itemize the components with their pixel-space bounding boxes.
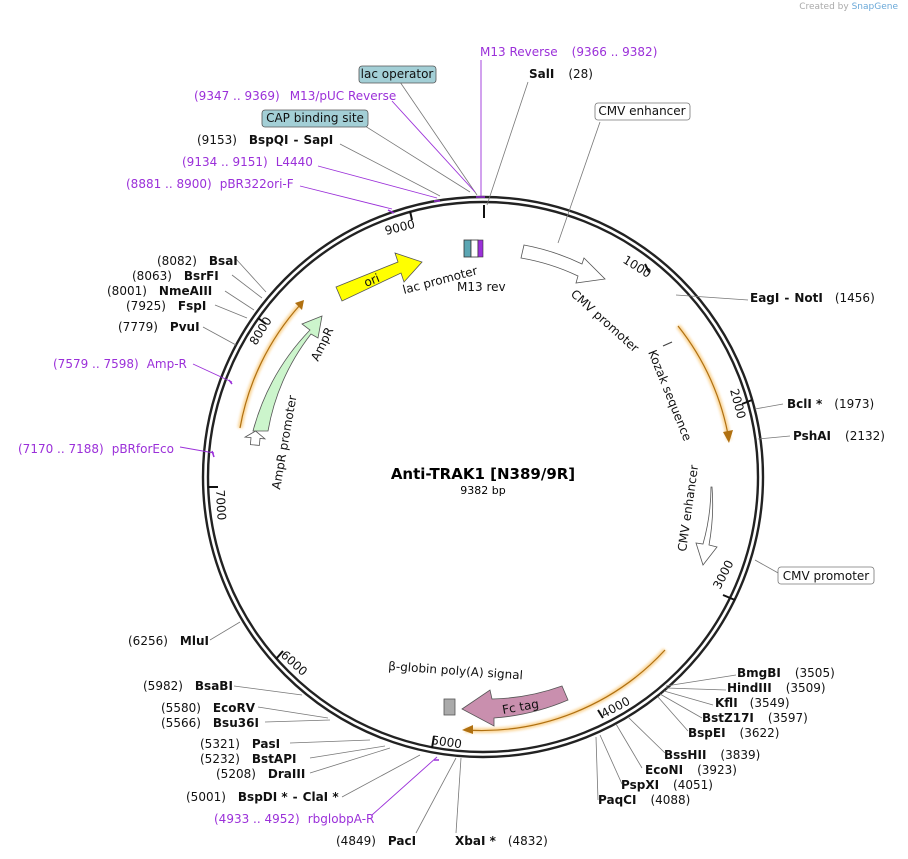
site-bsu36i: (5566)Bsu36I <box>161 716 259 730</box>
primer-pbr322ori: (8881 .. 8900)pBR322ori-F <box>126 177 294 191</box>
tick-label-7000: 7000 <box>213 489 229 520</box>
tick-label-3000: 3000 <box>710 558 736 592</box>
cap-site-box-label: CAP binding site <box>266 111 364 125</box>
bglobin-block <box>443 698 456 716</box>
site-pshai: PshAI(2132) <box>793 429 885 443</box>
tick-label-5000: 5000 <box>431 733 463 751</box>
plasmid-name: Anti-TRAK1 [N389/9R] <box>391 465 575 483</box>
cmv-promoter-box-label: CMV promoter <box>783 569 870 583</box>
site-bsrfi: (8063)BsrFI <box>132 269 219 283</box>
cmv-promoter-inner-label: CMV promoter <box>568 287 642 355</box>
site-bspqi-sapi: (9153)BspQI-SapI <box>197 133 333 147</box>
tick-marks <box>208 205 753 749</box>
orf-arc-amp-line <box>239 304 301 429</box>
cmv-promoter-box <box>777 566 875 585</box>
site-xbai: XbaI *(4832) <box>455 834 548 848</box>
leader-lines <box>179 60 791 834</box>
lac-operator-box-label: lac operator <box>361 67 434 81</box>
orf-arrowhead-cmv <box>723 430 733 443</box>
site-draiii: (5208)DraIII <box>216 767 305 781</box>
ampr-arrow <box>252 315 323 432</box>
site-bspei: BspEI(3622) <box>688 726 779 740</box>
cmv-enhancer-arrow-top <box>520 244 606 284</box>
site-pvui: (7779)PvuI <box>118 320 200 334</box>
ampr-promoter-arrow <box>243 430 267 446</box>
lac-promoter-block <box>470 239 479 258</box>
bglobin-label: β-globin poly(A) signal <box>388 659 524 682</box>
orf-arc-fc-line <box>464 649 666 732</box>
kozak-label: Kozak sequence <box>645 348 694 443</box>
orf-arrowhead-fc <box>462 725 473 734</box>
site-econi: EcoNI(3923) <box>645 763 737 777</box>
site-kfli: KflI(3549) <box>715 696 790 710</box>
kozak-mark <box>662 341 673 347</box>
orf-arrowhead-amp <box>295 300 304 310</box>
ampr-promoter-label: AmpR promoter <box>269 394 299 490</box>
cmv-enhancer-right-label: CMV enhancer <box>675 464 701 552</box>
cmv-enhancer-box <box>594 102 691 121</box>
orf-arc-cmv-line <box>677 325 730 441</box>
site-bcli: BclI *(1973) <box>787 397 874 411</box>
site-sali: SalI(28) <box>529 67 593 81</box>
cmv-enhancer-box-label: CMV enhancer <box>598 104 685 118</box>
fc-tag-arrow <box>461 685 569 727</box>
orf-arc-fc <box>464 648 667 734</box>
site-ecorv: (5580)EcoRV <box>161 701 256 715</box>
lac-operator-block <box>463 239 472 258</box>
site-paqci: PaqCI(4088) <box>598 793 690 807</box>
site-bsabi: (5982)BsaBI <box>143 679 233 693</box>
lac-operator-box <box>358 65 437 84</box>
site-mlui: (6256)MluI <box>128 634 209 648</box>
site-pasi: (5321)PasI <box>200 737 280 751</box>
primer-m13puc: (9347 .. 9369)M13/pUC Reverse <box>194 89 396 103</box>
site-bspdi-clai: (5001)BspDI *-ClaI * <box>186 790 339 804</box>
snapgene-credit: Created by SnapGene <box>799 2 898 12</box>
ori-label: ori <box>362 271 382 290</box>
cap-site-box <box>261 109 369 128</box>
cmv-enhancer-arrow-right <box>695 486 718 566</box>
backbone-inner <box>206 200 760 754</box>
m13-rev-label: M13 rev <box>457 280 506 294</box>
site-bstz17i: BstZ17I(3597) <box>702 711 808 725</box>
primer-ampr: (7579 .. 7598)Amp-R <box>53 357 187 371</box>
ori-arrow <box>335 252 423 302</box>
site-nmeaiii: (8001)NmeAIII <box>107 284 212 298</box>
snapgene-logo: SnapGene <box>851 2 898 12</box>
m13rev-block <box>477 239 484 258</box>
primer-pbrforeco: (7170 .. 7188)pBRforEco <box>18 442 174 456</box>
site-paci: (4849)PacI <box>336 834 416 848</box>
site-eagi-noti: EagI-NotI(1456) <box>750 291 875 305</box>
site-hindiii: HindIII(3509) <box>727 681 826 695</box>
site-bsshii: BssHII(3839) <box>664 748 760 762</box>
primer-rbglobpa: (4933 .. 4952)rbglobpA-R <box>214 812 374 826</box>
primer-m13rev: M13 Reverse(9366 .. 9382) <box>480 45 657 59</box>
fc-tag-label: Fc tag <box>501 697 540 717</box>
plasmid-size: 9382 bp <box>460 484 505 497</box>
primer-l4440: (9134 .. 9151)L4440 <box>182 155 313 169</box>
site-bsai: (8082)BsaI <box>157 254 238 268</box>
site-fspi: (7925)FspI <box>126 299 206 313</box>
site-bstapi: (5232)BstAPI <box>200 752 296 766</box>
site-bmgbi: BmgBI(3505) <box>737 666 835 680</box>
site-pspxi: PspXI(4051) <box>621 778 713 792</box>
primer-marks <box>211 196 485 761</box>
